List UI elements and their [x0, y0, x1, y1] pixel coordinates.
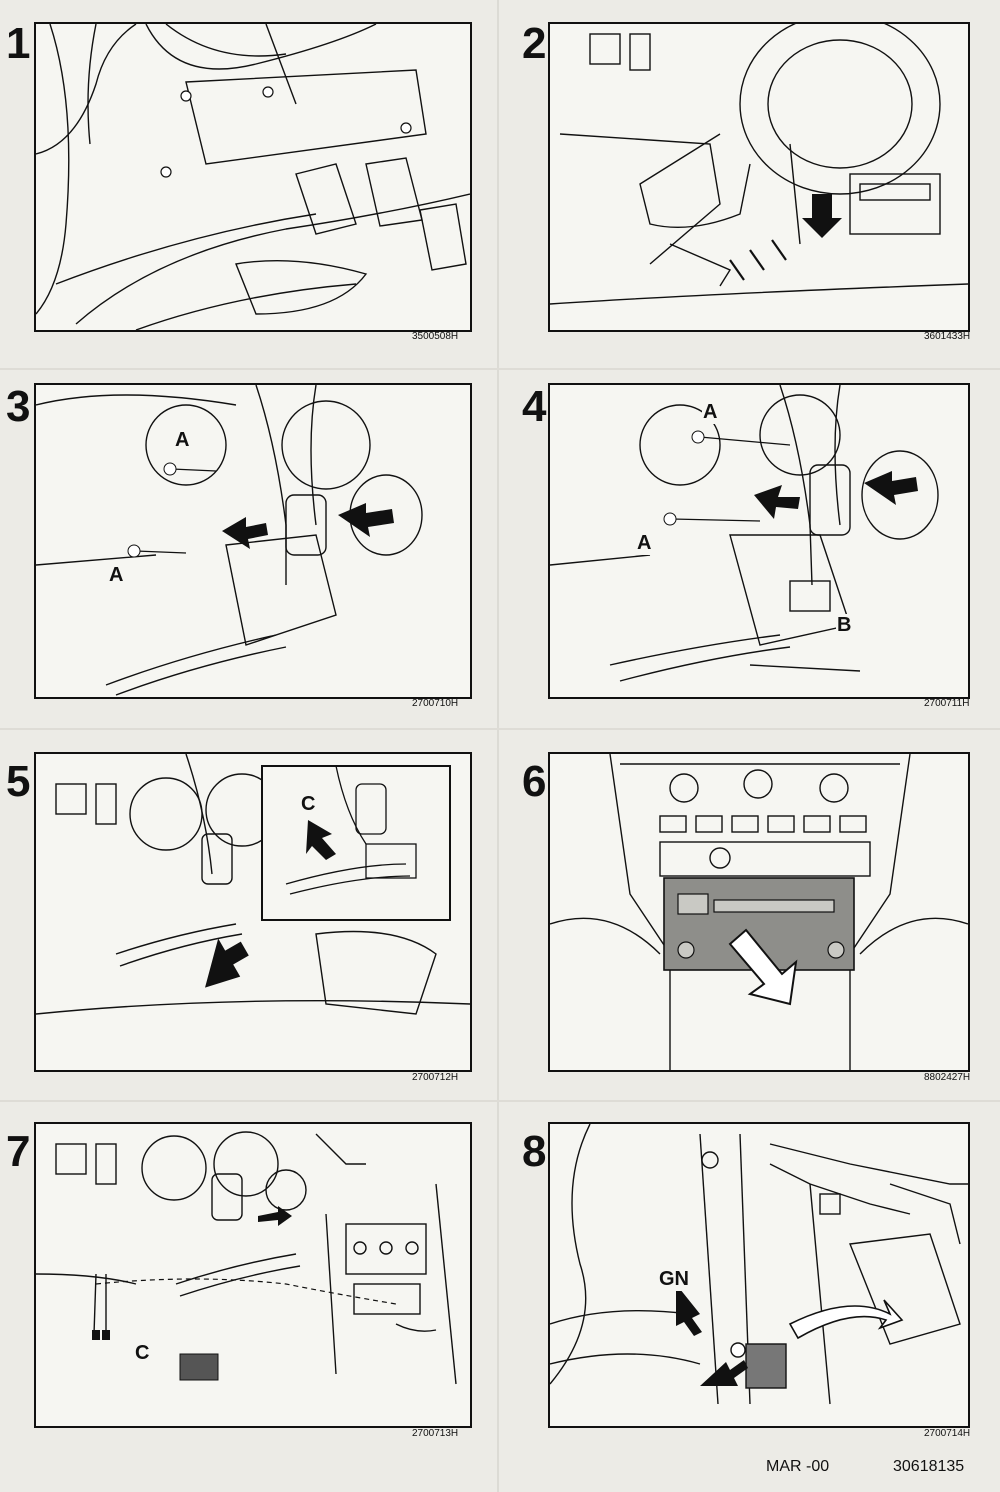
step-number: 5	[6, 757, 31, 806]
ignition-switch-connector-illustration	[550, 385, 939, 682]
step-number: 8	[522, 1127, 547, 1176]
illustration-panel	[548, 22, 970, 332]
fold-line	[497, 0, 499, 1492]
step-number: 3	[6, 382, 31, 431]
step-number: 1	[6, 19, 31, 68]
figure-code: 8802427H	[924, 1072, 971, 1083]
callout-label-c: C	[300, 793, 317, 816]
illustration-panel	[548, 383, 970, 699]
cable-routing-illustration	[36, 1131, 457, 1385]
fold-line	[0, 728, 1000, 730]
center-console-radio-illustration	[550, 754, 968, 1070]
callout-label-gn: GN	[658, 1268, 690, 1291]
step-number: 4	[522, 382, 547, 431]
fold-line	[0, 368, 1000, 370]
callout-label-c: C	[134, 1342, 151, 1365]
footer-doc-number: 30618135	[893, 1458, 965, 1475]
callout-label-a: A	[702, 401, 719, 424]
callout-label-a: A	[174, 429, 191, 452]
figure-code: 2700712H	[412, 1072, 459, 1083]
callout-label-b: B	[836, 614, 853, 637]
step-number: 7	[6, 1127, 31, 1176]
figure-code: 3500508H	[412, 331, 459, 342]
wiring-connector-illustration	[36, 754, 470, 1015]
callout-label-a: A	[636, 532, 653, 555]
illustration-panel	[34, 1122, 472, 1428]
footer-date: MAR -00	[766, 1458, 830, 1475]
steering-cover-removal-illustration	[550, 24, 968, 305]
door-pillar-cable-illustration	[550, 1124, 968, 1405]
illustration-panel	[34, 383, 472, 699]
illustration-panel	[548, 752, 970, 1072]
illustration-panel	[34, 22, 472, 332]
figure-code: 3601433H	[924, 331, 971, 342]
callout-label-a: A	[108, 564, 125, 587]
illustration-panel	[548, 1122, 970, 1428]
step-number: 2	[522, 19, 547, 68]
figure-code: 2700713H	[412, 1428, 459, 1439]
illustration-panel	[34, 752, 472, 1072]
figure-code: 2700714H	[924, 1428, 971, 1439]
figure-code: 2700711H	[924, 698, 970, 709]
step-number: 6	[522, 757, 547, 806]
fold-line	[0, 1100, 1000, 1102]
figure-code: 2700710H	[412, 698, 459, 709]
ignition-switch-screws-illustration	[36, 385, 423, 696]
dashboard-lower-panel-illustration	[36, 24, 470, 330]
